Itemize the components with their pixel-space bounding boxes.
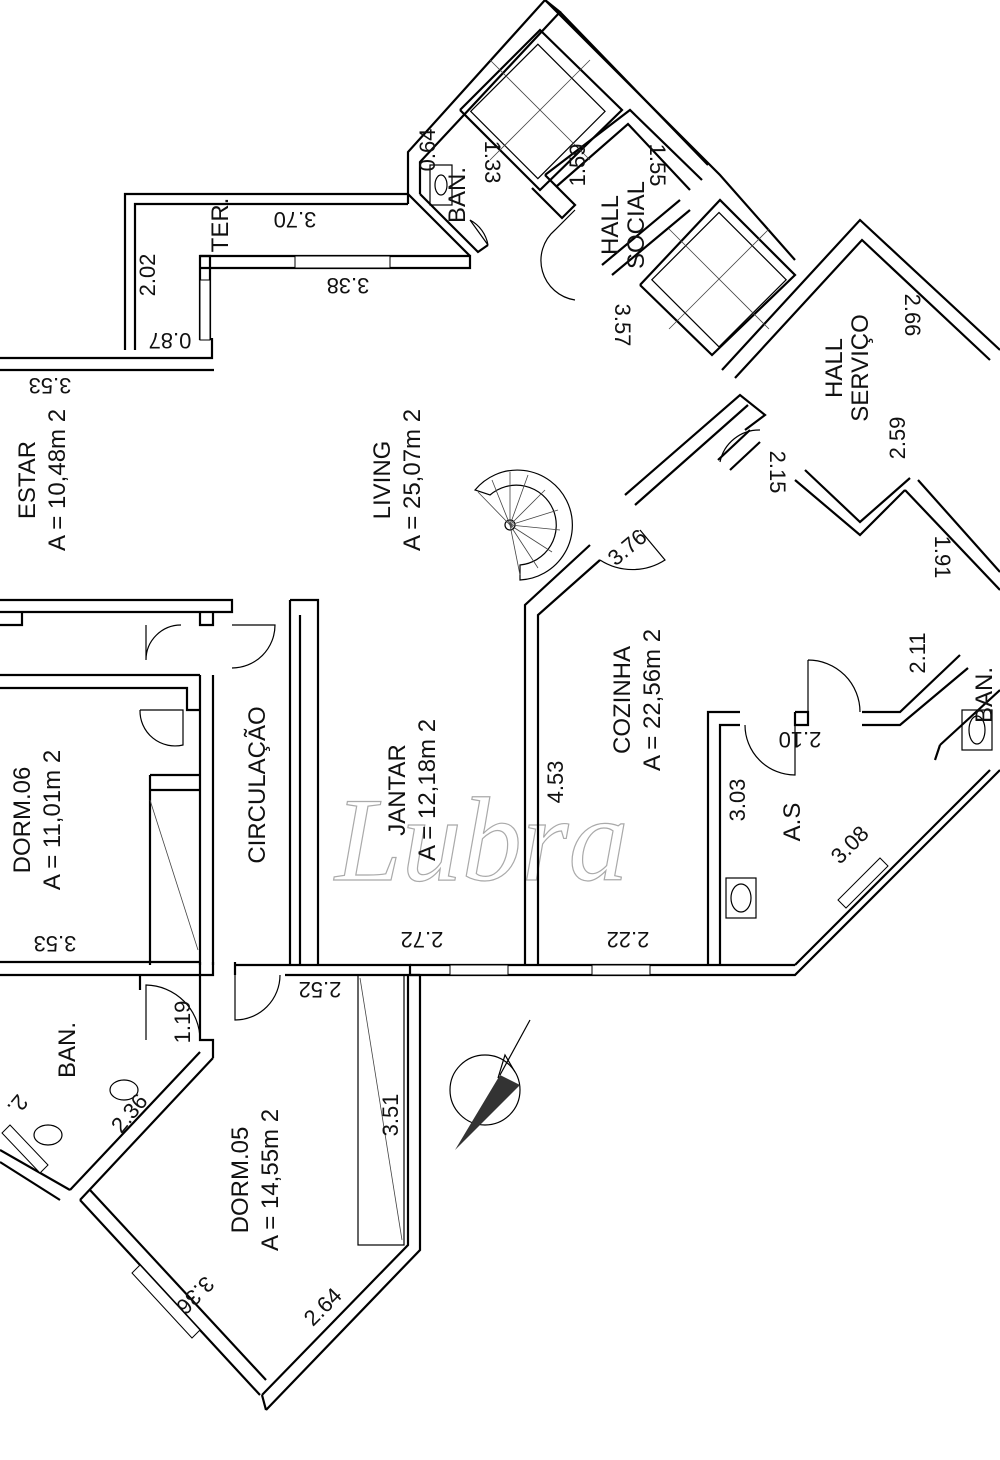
dim-dorm05-top: 2.52: [299, 977, 342, 1002]
hall-servico-line2: SERVIÇO: [847, 314, 874, 422]
dim-ban-lower-edge: 2.: [2, 1090, 33, 1120]
dim-dorm05-diag: 2.64: [299, 1283, 347, 1331]
dim-hall-social-d: 3.57: [610, 304, 635, 347]
hall-servico-line1: HALL: [821, 338, 848, 398]
as-label: A.S: [779, 803, 806, 842]
jantar-label: JANTAR: [384, 744, 411, 836]
dim-ter-small: 0.87: [149, 328, 192, 353]
dim-hall-social-w: 1.59: [565, 144, 590, 187]
dim-kitchen-w: 4.53: [543, 761, 568, 804]
dim-hall-servico-d: 2.15: [765, 451, 790, 494]
walls: [0, 0, 1000, 1411]
dim-hall-servico-h: 2.59: [885, 417, 910, 460]
ter-label: TER.: [207, 198, 234, 253]
elevator-shafts: [469, 43, 788, 348]
dim-dorm05-closet: 3.51: [378, 1094, 403, 1137]
spiral-stair-icon: [473, 469, 573, 581]
room-labels: LIVING A = 25,07m 2 ESTAR A = 10,48m 2 J…: [9, 167, 998, 1251]
dim-hall-servico-w: 2.66: [900, 294, 925, 337]
hall-social-line2: SOCIAL: [623, 181, 650, 269]
dorm05-area: A = 14,55m 2: [257, 1109, 284, 1251]
dim-jantar-bot: 2.72: [401, 927, 444, 952]
dim-ter-win: 3.38: [327, 273, 370, 298]
dim-as-w: 2.10: [779, 727, 822, 752]
estar-label: ESTAR: [14, 441, 41, 519]
north-arrow-icon: [449, 1019, 531, 1150]
closets: [149, 799, 405, 1246]
windows: [1, 255, 889, 1339]
cozinha-area: A = 22,56m 2: [639, 629, 666, 771]
dim-ter-side: 2.02: [135, 254, 160, 297]
dim-as-d: 3.08: [826, 821, 874, 869]
living-label: LIVING: [369, 441, 396, 520]
ban-top-label: BAN.: [444, 167, 471, 223]
fixtures: [33, 164, 993, 1146]
ban-lower-label: BAN.: [54, 1022, 81, 1078]
cozinha-label: COZINHA: [609, 646, 636, 754]
dim-kitchen-r2: 2.11: [905, 632, 930, 673]
dorm06-label: DORM.06: [9, 767, 36, 874]
dorm05-label: DORM.05: [227, 1127, 254, 1234]
circulacao-label: CIRCULAÇÃO: [244, 706, 271, 863]
dorm06-area: A = 11,01m 2: [39, 750, 66, 890]
dim-ter-len: 3.70: [274, 207, 317, 232]
dim-estar-width: 3.53: [29, 373, 72, 398]
living-area: A = 25,07m 2: [399, 409, 426, 551]
estar-area: A = 10,48m 2: [44, 409, 71, 551]
dim-ban-lower-w: 1.19: [170, 1001, 195, 1044]
hall-social-line1: HALL: [597, 195, 624, 255]
watermark-logo: Lubra: [333, 773, 628, 906]
dim-dorm06-w: 3.53: [34, 931, 77, 956]
ban-right-label: BAN.: [971, 667, 998, 723]
dim-ban-top-w: 0.64: [415, 129, 440, 172]
dim-as-l: 3.03: [725, 779, 750, 822]
dim-living-d: 3.76: [603, 524, 652, 571]
dim-kitchen-bot: 2.22: [607, 927, 650, 952]
jantar-area: A = 12,18m 2: [414, 719, 441, 861]
dim-kitchen-r: 1.91: [930, 536, 955, 579]
dim-hall-social-h: 1.55: [645, 144, 670, 187]
doors: [139, 209, 861, 1041]
dim-ban-top-h: 1.33: [480, 141, 505, 184]
